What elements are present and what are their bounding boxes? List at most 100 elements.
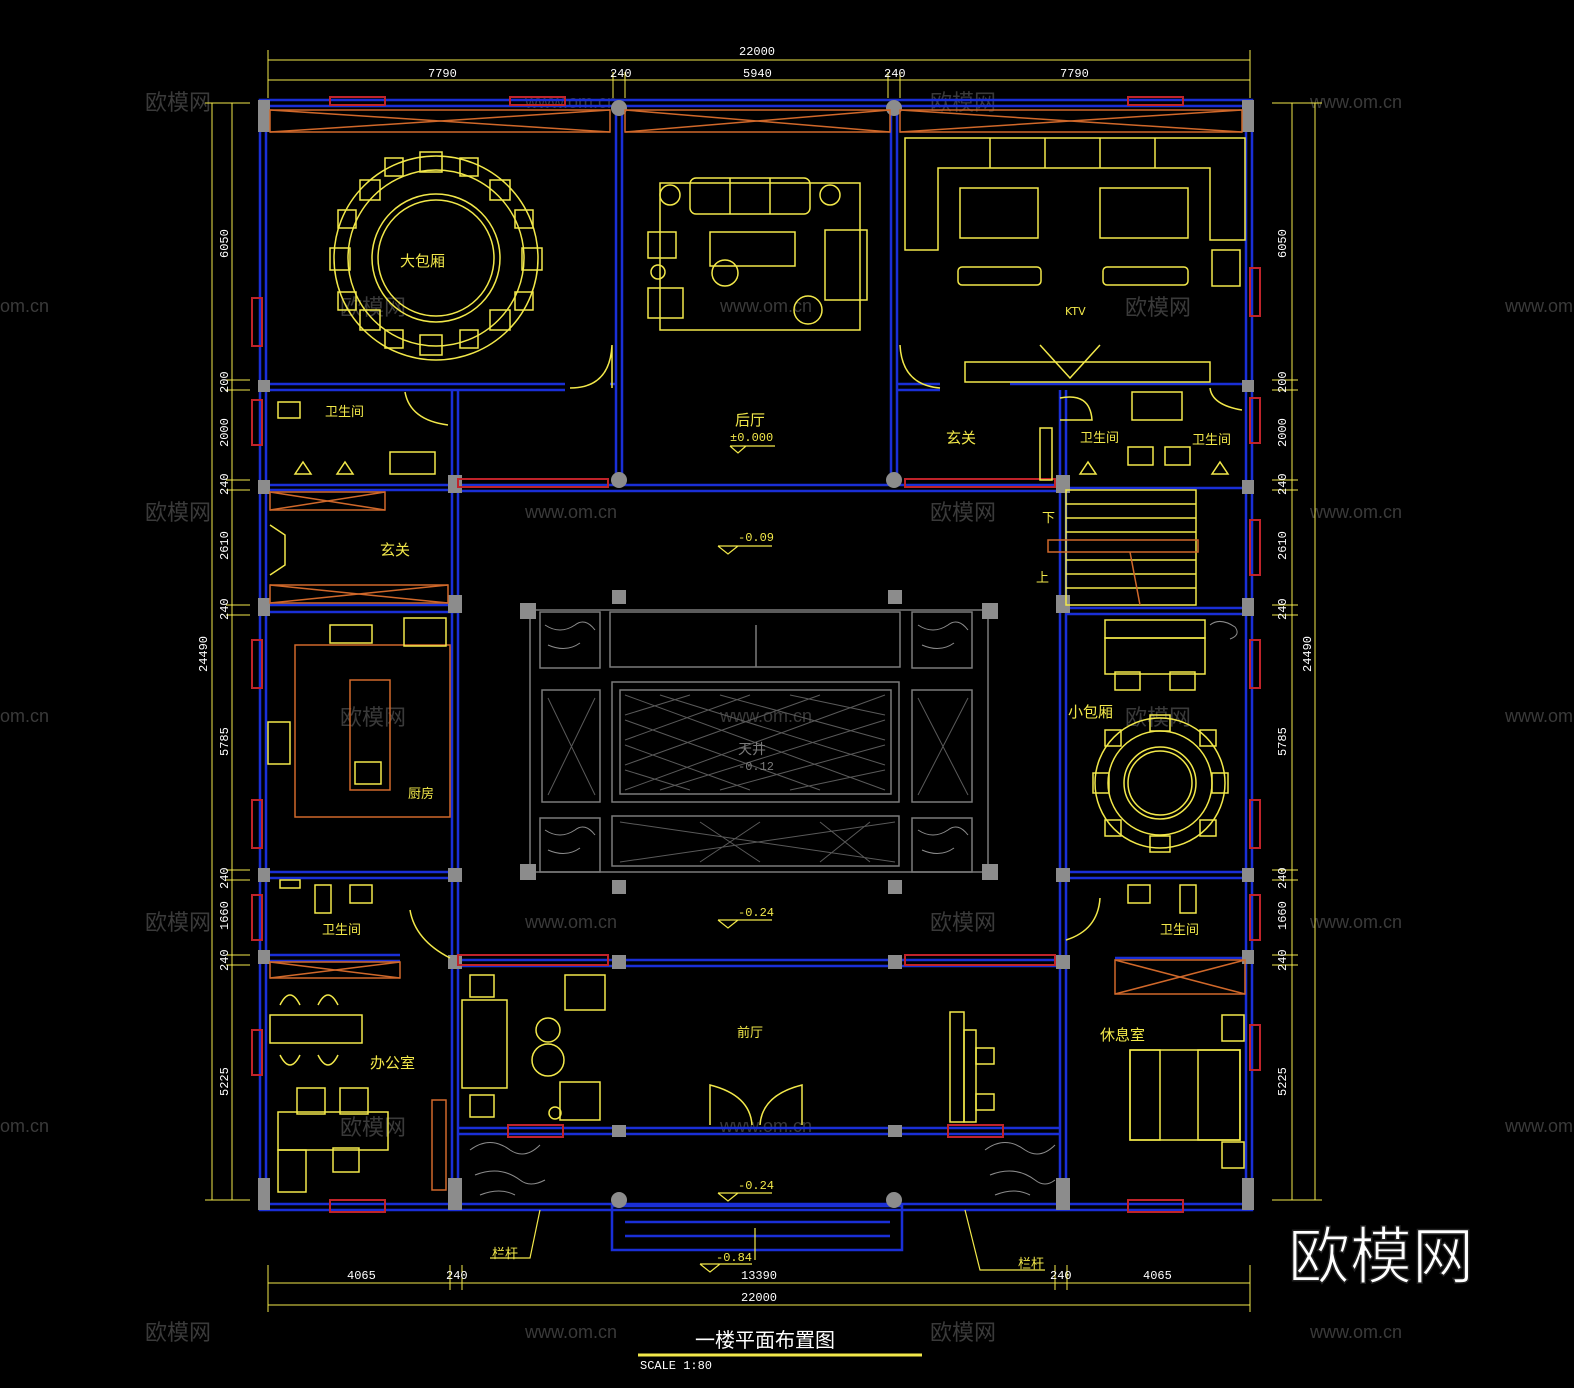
courtyard-hatch <box>547 694 969 863</box>
level-lower-court: -0.24 <box>738 906 774 920</box>
dim-left-seg: 2000 <box>218 418 232 447</box>
drawing-scale: SCALE 1:80 <box>640 1359 712 1373</box>
dim-left-seg: 240 <box>218 473 232 495</box>
dim-top-seg: 7790 <box>1060 67 1089 81</box>
watermark-brand: 欧模网 <box>930 91 996 116</box>
watermark-url: www.om.cn <box>1309 912 1402 932</box>
watermark-url: www.om.cn <box>1309 1322 1402 1342</box>
watermark-url: www.om.cn <box>1309 502 1402 522</box>
watermark-url: www.om.cn <box>1504 1116 1574 1136</box>
callout-railing: 栏杆 <box>1018 1257 1044 1272</box>
cabinets <box>269 109 1246 1191</box>
room-label-toilet: 卫生间 <box>1080 431 1119 446</box>
dim-left-total: 24490 <box>197 636 211 672</box>
room-label-big-private: 大包厢 <box>400 252 445 270</box>
windows <box>251 96 1261 1213</box>
dim-right-seg: 2000 <box>1276 418 1290 447</box>
drawing-title: 一楼平面布置图 <box>695 1328 835 1352</box>
dim-left-seg: 240 <box>218 949 232 971</box>
room-label-foyer-right: 玄关 <box>946 429 976 447</box>
dim-bottom-seg: 240 <box>446 1269 468 1283</box>
watermark-url: www.om.cn <box>1504 296 1574 316</box>
watermark-url: www.om.cn <box>524 502 617 522</box>
level-courtyard: -0.12 <box>738 760 774 774</box>
courtyard-corner-columns <box>520 590 998 894</box>
level-upper-court: -0.09 <box>738 531 774 545</box>
level-markers <box>490 445 1045 1273</box>
watermark-url: www.om.cn <box>524 92 617 112</box>
title-block: 一楼平面布置图 SCALE 1:80 <box>638 1328 922 1373</box>
dimension-labels: 22000 7790 240 5940 240 7790 4065 240 13… <box>197 45 1315 1305</box>
dim-bottom-total: 22000 <box>741 1291 777 1305</box>
columns <box>258 100 1254 1210</box>
room-label-office: 办公室 <box>370 1054 415 1072</box>
watermark-brand: 欧模网 <box>145 1321 211 1346</box>
watermark-brand: 欧模网 <box>145 501 211 526</box>
room-label-rest-room: 休息室 <box>1100 1026 1145 1044</box>
callout-railing: 栏杆 <box>492 1247 518 1262</box>
plants <box>469 621 1238 1196</box>
watermark-brand: 欧模网 <box>145 91 211 116</box>
level-entrance: -0.84 <box>716 1251 752 1265</box>
dim-top-seg: 240 <box>884 67 906 81</box>
watermark-brand: 欧模网 <box>930 1321 996 1346</box>
room-label-courtyard: 天井 <box>738 742 766 758</box>
dim-bottom-seg: 4065 <box>1143 1269 1172 1283</box>
dimension-lines <box>205 50 1322 1312</box>
watermark-url: om.cn <box>0 1116 49 1136</box>
big-table-chairs <box>329 151 543 356</box>
watermark-url: om.cn <box>0 706 49 726</box>
watermark-brand: 欧模网 <box>340 706 406 731</box>
dim-right-seg: 2610 <box>1276 531 1290 560</box>
dim-top-seg: 7790 <box>428 67 457 81</box>
room-label-kitchen: 厨房 <box>408 786 434 802</box>
stair-down-label: 下 <box>1042 511 1055 526</box>
dim-bottom-seg: 4065 <box>347 1269 376 1283</box>
dim-left-seg: 6050 <box>218 229 232 258</box>
dim-left-seg: 1660 <box>218 901 232 930</box>
dim-left-seg: 5225 <box>218 1067 232 1096</box>
dim-right-seg: 1660 <box>1276 901 1290 930</box>
watermark-url: www.om.cn <box>1309 92 1402 112</box>
dim-bottom-seg: 240 <box>1050 1269 1072 1283</box>
watermark-brand: 欧模网 <box>340 296 406 321</box>
room-label-back-hall: 后厅 <box>735 411 765 429</box>
level-labels: -0.09 -0.24 -0.24 -0.84 栏杆 栏杆 <box>492 531 1044 1272</box>
dim-left-seg: 240 <box>218 867 232 889</box>
dim-top-seg: 5940 <box>743 67 772 81</box>
stair-up-label: 上 <box>1036 571 1049 586</box>
dim-right-seg: 240 <box>1276 949 1290 971</box>
dim-left-seg: 5785 <box>218 727 232 756</box>
dim-bottom-seg: 13390 <box>741 1269 777 1283</box>
room-label-front-hall: 前厅 <box>737 1025 763 1041</box>
dim-right-seg: 200 <box>1276 371 1290 393</box>
watermark-brand: 欧模网 <box>1125 296 1191 321</box>
room-label-foyer-left: 玄关 <box>380 541 410 559</box>
dim-top-total: 22000 <box>739 45 775 59</box>
dim-left-seg: 240 <box>218 598 232 620</box>
room-labels: 大包厢 后厅 ±0.000 KTV 玄关 卫生间 卫生间 卫生间 玄关 厨房 天… <box>322 252 1231 1072</box>
watermark-url: www.om.cn <box>524 912 617 932</box>
dim-left-seg: 2610 <box>218 531 232 560</box>
brand-logo: 欧模网 <box>1288 1220 1474 1293</box>
watermark-url: www.om.cn <box>719 296 812 316</box>
level-back-hall: ±0.000 <box>730 431 773 445</box>
watermark-url: www.om.cn <box>1504 706 1574 726</box>
watermark-brand: 欧模网 <box>340 1116 406 1141</box>
room-label-toilet: 卫生间 <box>1192 433 1231 448</box>
room-label-toilet: 卫生间 <box>325 405 364 420</box>
watermark-layer: 欧模网 欧模网 www.om.cn www.om.cn om.cn 欧模网 ww… <box>0 91 1574 1346</box>
dim-right-seg: 5225 <box>1276 1067 1290 1096</box>
furniture <box>267 137 1246 1193</box>
watermark-url: www.om.cn <box>524 1322 617 1342</box>
room-label-toilet: 卫生间 <box>322 923 361 938</box>
dim-right-seg: 240 <box>1276 473 1290 495</box>
dim-right-seg: 240 <box>1276 867 1290 889</box>
dim-right-total: 24490 <box>1301 636 1315 672</box>
room-label-small-private: 小包厢 <box>1068 703 1113 721</box>
dim-right-seg: 240 <box>1276 598 1290 620</box>
watermark-url: om.cn <box>0 296 49 316</box>
watermark-brand: 欧模网 <box>930 911 996 936</box>
watermark-brand: 欧模网 <box>145 911 211 936</box>
